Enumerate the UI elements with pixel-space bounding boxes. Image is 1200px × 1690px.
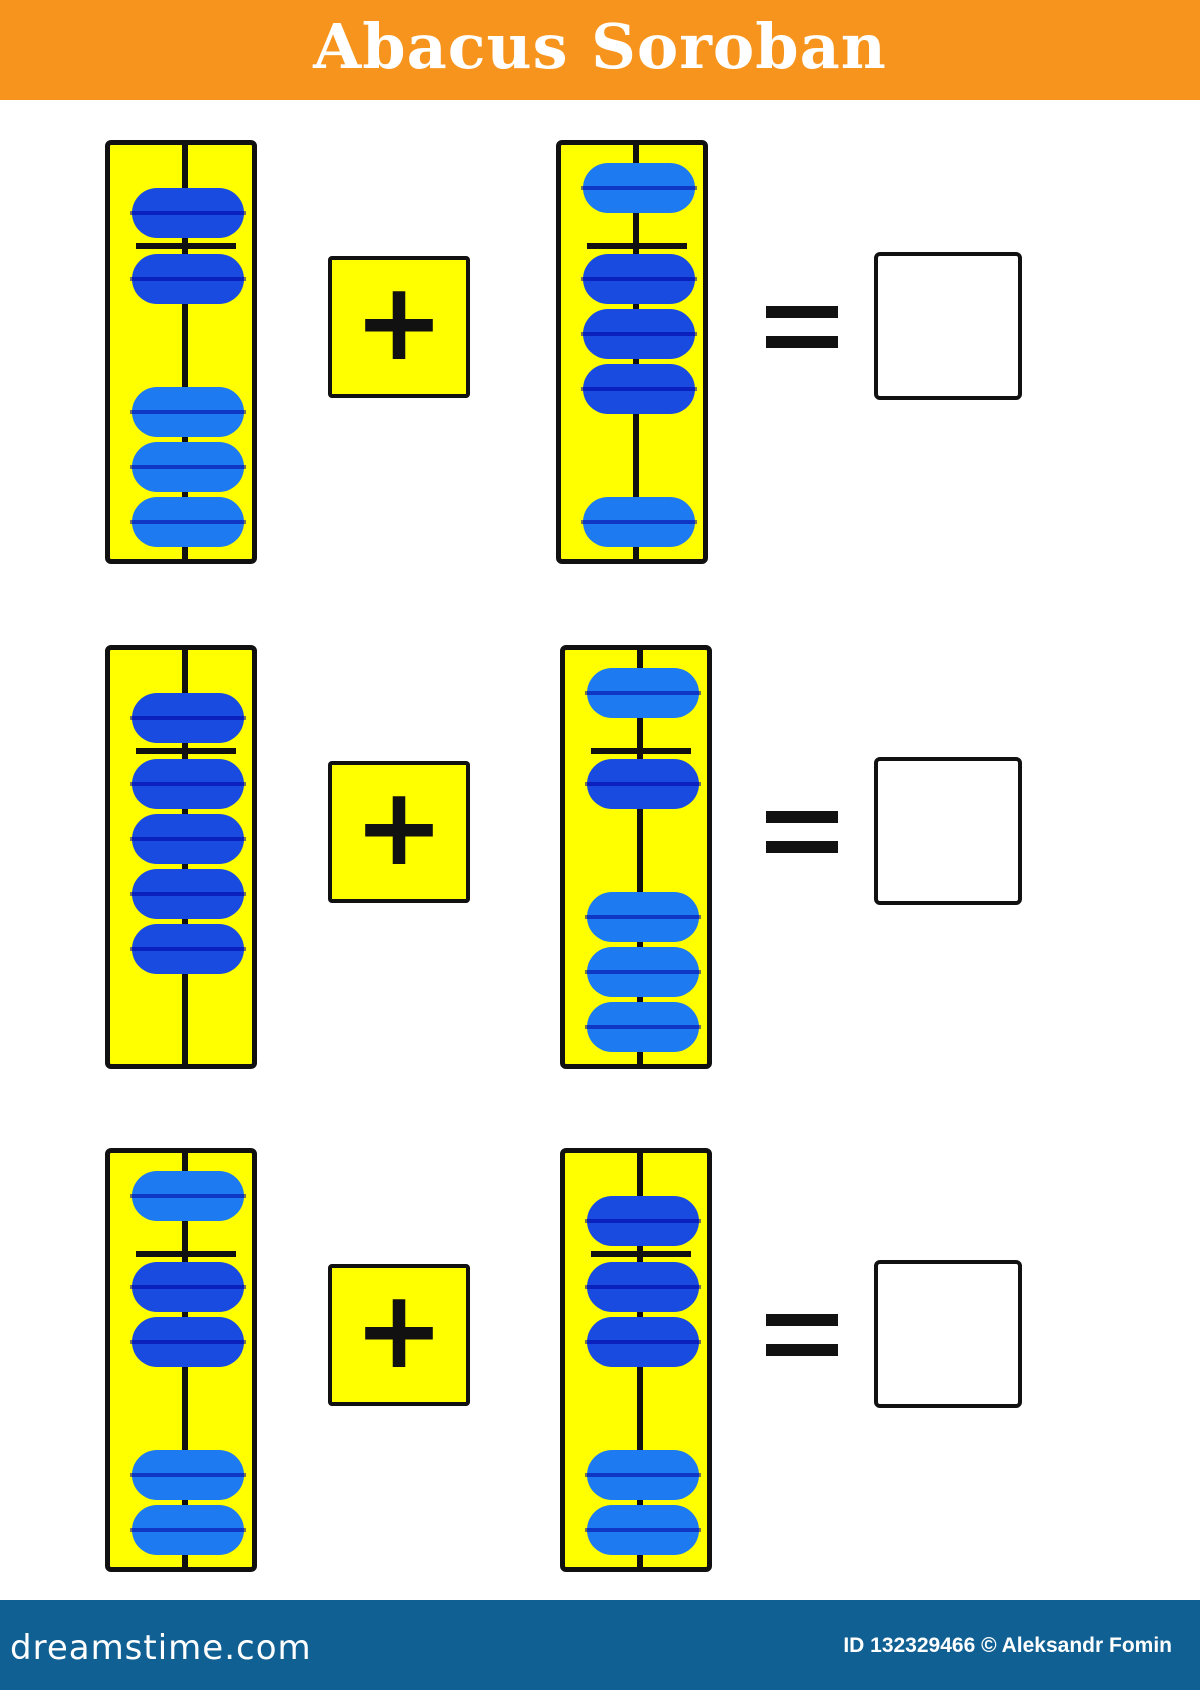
abacus-left [105,645,257,1069]
earth-bead [585,1505,701,1555]
earth-bead [585,759,701,809]
heaven-bead [585,668,701,718]
earth-bead [130,1450,246,1500]
heaven-bead [581,163,697,213]
equals-icon [766,811,838,861]
abacus-right [560,1148,712,1572]
earth-bead [130,924,246,974]
answer-box[interactable] [874,757,1022,905]
plus-icon: + [353,765,445,890]
earth-bead [130,1317,246,1367]
earth-bead [130,254,246,304]
abacus-rod [182,145,188,559]
page-title: Abacus Soroban [313,9,887,83]
earth-bead [585,1002,701,1052]
earth-bead [130,1505,246,1555]
problem-row-1: + [0,140,1200,580]
earth-bead [585,1262,701,1312]
brand-text: dreamstime.com [10,1628,312,1668]
worksheet: + + + [0,100,1200,1600]
plus-icon: + [353,1268,445,1393]
earth-bead [130,497,246,547]
abacus-beam [587,243,687,249]
abacus-right [560,645,712,1069]
earth-bead [581,497,697,547]
earth-bead [130,442,246,492]
earth-bead [585,1317,701,1367]
answer-box[interactable] [874,252,1022,400]
abacus-left [105,140,257,564]
earth-bead [581,364,697,414]
heaven-bead [585,1196,701,1246]
earth-bead [581,254,697,304]
footer-bar: dreamstime.com ID 132329466 © Aleksandr … [0,1600,1200,1690]
earth-bead [130,814,246,864]
earth-bead [130,1262,246,1312]
abacus-beam [136,243,236,249]
equals-icon [766,1314,838,1364]
plus-box: + [328,761,470,903]
equals-icon [766,306,838,356]
earth-bead [130,387,246,437]
plus-box: + [328,256,470,398]
heaven-bead [130,188,246,238]
abacus-left [105,1148,257,1572]
problem-row-2: + [0,645,1200,1085]
credit-text: ID 132329466 © Aleksandr Fomin [843,1634,1172,1657]
earth-bead [585,1450,701,1500]
heaven-bead [130,693,246,743]
abacus-rod [637,650,643,1064]
earth-bead [130,869,246,919]
abacus-beam [136,748,236,754]
header-bar: Abacus Soroban [0,0,1200,100]
answer-box[interactable] [874,1260,1022,1408]
plus-box: + [328,1264,470,1406]
earth-bead [130,759,246,809]
abacus-beam [591,748,691,754]
problem-row-3: + [0,1148,1200,1588]
plus-icon: + [353,260,445,385]
abacus-right [556,140,708,564]
abacus-beam [136,1251,236,1257]
abacus-beam [591,1251,691,1257]
earth-bead [585,947,701,997]
earth-bead [585,892,701,942]
heaven-bead [130,1171,246,1221]
earth-bead [581,309,697,359]
